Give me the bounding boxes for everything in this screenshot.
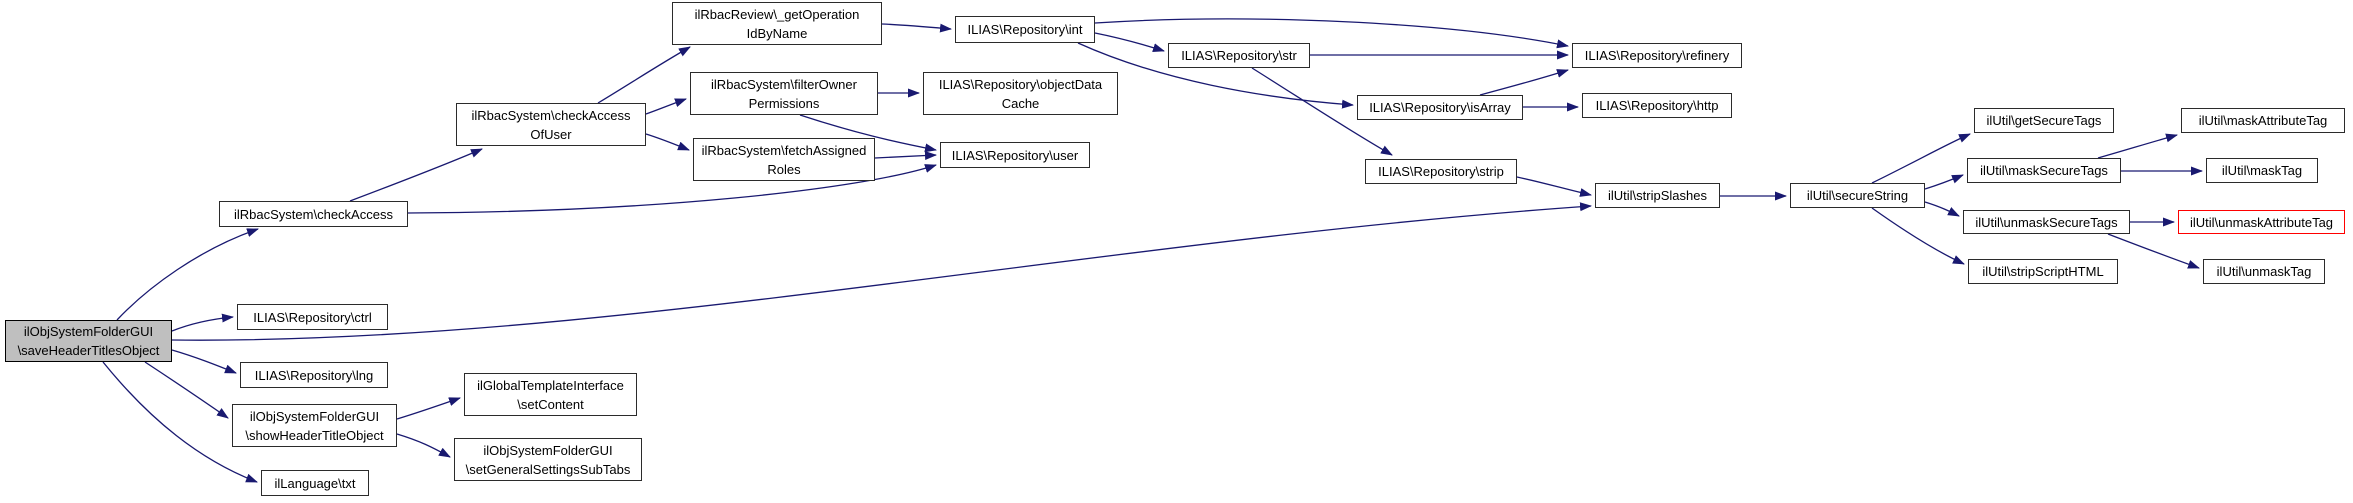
node-label-line: ilUtil\getSecureTags <box>1986 113 2102 128</box>
node-label-line: ILIAS\Repository\int <box>967 22 1083 37</box>
node-int[interactable]: ILIAS\Repository\int <box>955 16 1095 43</box>
node-ctrl[interactable]: ILIAS\Repository\ctrl <box>237 304 388 330</box>
node-label-line: \setGeneralSettingsSubTabs <box>465 461 631 477</box>
node-label-line: ilUtil\unmaskAttributeTag <box>2189 214 2334 230</box>
node-http[interactable]: ILIAS\Repository\http <box>1582 93 1732 118</box>
node-maskAttributeTag[interactable]: ilUtil\maskAttributeTag <box>2181 108 2345 133</box>
node-label-line: ilLanguage\txt <box>274 475 356 491</box>
node-maskSecureTags[interactable]: ilUtil\maskSecureTags <box>1967 158 2121 183</box>
edge-secureString-stripScriptHTML <box>1871 207 1965 265</box>
node-label-line: ILIAS\Repository\isArray <box>1369 100 1511 115</box>
node-label-line: ilUtil\maskAttributeTag <box>2198 113 2328 128</box>
node-label-line: ilUtil\unmaskSecureTags <box>1975 214 2118 230</box>
node-label-line: \showHeaderTitleObject <box>245 427 384 443</box>
edge-saveHeaderTitlesObject-lng <box>171 349 237 374</box>
node-label-line: ilGlobalTemplateInterface <box>477 377 624 393</box>
edge-int-str <box>1094 32 1165 52</box>
node-label-line: ILIAS\Repository\user <box>951 147 1079 163</box>
edge-checkAccessOfUser-fetchAssignedRoles <box>645 133 690 151</box>
edges-group <box>102 18 2203 483</box>
edge-fetchAssignedRoles-user <box>874 151 937 161</box>
edge-str-strip <box>1251 67 1393 156</box>
edge-secureString-unmaskSecureTags <box>1924 201 1960 217</box>
node-maskTag[interactable]: ilUtil\maskTag <box>2206 158 2318 183</box>
node-setContent[interactable]: ilGlobalTemplateInterface \setContent <box>464 373 637 416</box>
edge-saveHeaderTitlesObject-stripSlashes <box>171 202 1592 341</box>
edge-getOperationIdByName-int <box>881 23 952 33</box>
node-str[interactable]: ILIAS\Repository\str <box>1168 43 1310 68</box>
edge-checkAccess-checkAccessOfUser <box>349 148 483 202</box>
node-label-line: ilUtil\stripScriptHTML <box>1982 264 2104 279</box>
node-showHeaderTitleObject[interactable]: ilObjSystemFolderGUI \showHeaderTitleObje… <box>232 404 397 447</box>
node-txt[interactable]: ilLanguage\txt <box>261 470 369 496</box>
edge-saveHeaderTitlesObject-txt <box>102 361 258 483</box>
edge-isArray-refinery <box>1479 69 1569 96</box>
node-stripSlashes[interactable]: ilUtil\stripSlashes <box>1595 183 1720 208</box>
node-saveHeaderTitlesObject[interactable]: ilObjSystemFolderGUI \saveHeaderTitlesObj… <box>5 320 172 362</box>
node-label-line: ilRbacSystem\checkAccess <box>234 206 393 222</box>
node-lng[interactable]: ILIAS\Repository\lng <box>240 362 388 388</box>
node-label-line: ilUtil\maskTag <box>2221 163 2303 178</box>
edge-saveHeaderTitlesObject-checkAccess <box>116 228 259 321</box>
node-label-line: ilUtil\stripSlashes <box>1608 188 1707 203</box>
edge-showHeaderTitleObject-setContent <box>396 397 461 420</box>
node-label-line: IdByName <box>746 25 808 41</box>
node-label-line: ilObjSystemFolderGUI <box>249 408 380 424</box>
edge-int-isArray <box>1077 42 1354 109</box>
edge-checkAccessOfUser-getOperationIdByName <box>597 46 691 104</box>
node-setGeneralSettingsSubTabs[interactable]: ilObjSystemFolderGUI \setGeneralSettingsS… <box>454 438 642 481</box>
node-isArray[interactable]: ILIAS\Repository\isArray <box>1357 95 1523 120</box>
node-label-line: ilObjSystemFolderGUI <box>483 442 613 458</box>
node-label-line: OfUser <box>530 126 572 142</box>
node-refinery[interactable]: ILIAS\Repository\refinery <box>1572 43 1742 68</box>
node-checkAccess[interactable]: ilRbacSystem\checkAccess <box>219 201 408 227</box>
node-label-line: Permissions <box>748 95 820 111</box>
edge-checkAccess-user <box>407 164 937 214</box>
edge-int-refinery <box>1094 18 1569 49</box>
node-stripScriptHTML[interactable]: ilUtil\stripScriptHTML <box>1968 259 2118 284</box>
edge-secureString-getSecureTags <box>1871 133 1971 184</box>
node-label-line: \setContent <box>517 396 584 412</box>
node-label-line: ilUtil\unmaskTag <box>2216 264 2312 279</box>
edge-unmaskSecureTags-unmaskTag <box>2107 233 2200 269</box>
node-label-line: ILIAS\Repository\str <box>1181 48 1297 63</box>
node-getSecureTags[interactable]: ilUtil\getSecureTags <box>1974 108 2114 133</box>
node-label-line: Roles <box>767 161 801 177</box>
node-label-line: ilRbacSystem\fetchAssigned <box>701 142 867 158</box>
node-user[interactable]: ILIAS\Repository\user <box>940 142 1090 168</box>
node-unmaskTag[interactable]: ilUtil\unmaskTag <box>2203 259 2325 284</box>
edge-checkAccessOfUser-filterOwnerPermissions <box>645 98 687 115</box>
node-label-line: ILIAS\Repository\http <box>1595 98 1719 113</box>
node-label-line: ILIAS\Repository\refinery <box>1584 48 1730 63</box>
node-label-line: ILIAS\Repository\objectData <box>938 76 1103 92</box>
node-secureString[interactable]: ilUtil\secureString <box>1790 183 1925 208</box>
node-label-line: ilRbacReview\_getOperation <box>694 6 860 22</box>
node-label-line: ILIAS\Repository\ctrl <box>253 309 372 325</box>
edge-filterOwnerPermissions-user <box>799 114 937 153</box>
edge-saveHeaderTitlesObject-showHeaderTitleObject <box>144 361 229 419</box>
node-label-line: Cache <box>1001 95 1040 111</box>
edge-maskSecureTags-maskAttributeTag <box>2097 133 2178 159</box>
edge-showHeaderTitleObject-setGeneralSettingsSubTabs <box>396 433 451 458</box>
node-label-line: ilObjSystemFolderGUI <box>23 324 154 339</box>
node-label-line: ilRbacSystem\filterOwner <box>711 76 857 92</box>
node-strip[interactable]: ILIAS\Repository\strip <box>1365 159 1517 184</box>
node-unmaskSecureTags[interactable]: ilUtil\unmaskSecureTags <box>1963 210 2130 234</box>
edge-saveHeaderTitlesObject-ctrl <box>171 313 234 332</box>
edge-secureString-maskSecureTags <box>1924 174 1964 190</box>
node-label-line: ILIAS\Repository\strip <box>1378 164 1504 179</box>
node-label-line: \saveHeaderTitlesObject <box>17 343 160 358</box>
node-label-line: ilRbacSystem\checkAccess <box>471 107 631 123</box>
node-label-line: ilUtil\maskSecureTags <box>1980 163 2108 178</box>
node-unmaskAttributeTag[interactable]: ilUtil\unmaskAttributeTag <box>2178 210 2345 234</box>
node-label-line: ILIAS\Repository\lng <box>254 367 374 383</box>
edge-strip-stripSlashes <box>1516 176 1592 197</box>
node-label-line: ilUtil\secureString <box>1806 188 1909 203</box>
